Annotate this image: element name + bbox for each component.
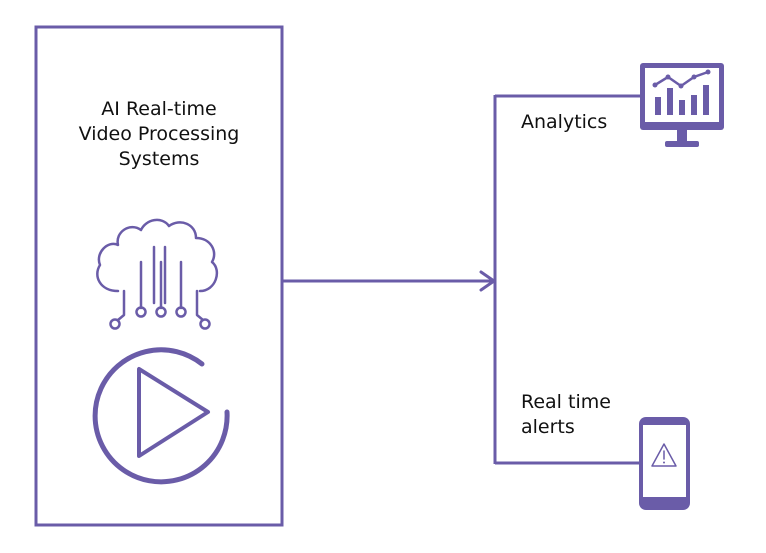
alerts-label: Real time alerts (521, 390, 611, 440)
system-title-line-1: AI Real-time (101, 98, 217, 120)
alerts-label-line-1: Real time (521, 391, 611, 413)
system-title-line-3: Systems (118, 148, 200, 170)
system-box (34, 25, 284, 527)
system-title-line-2: Video Processing (78, 123, 240, 145)
analytics-label: Analytics (521, 111, 608, 133)
cloud-circuit-icon (96, 218, 219, 330)
smartphone-warning-icon (639, 417, 690, 510)
play-icon (92, 347, 230, 485)
monitor-chart-icon (640, 63, 724, 147)
system-title: AI Real-time Video Processing Systems (36, 97, 282, 172)
alerts-label-line-2: alerts (521, 416, 575, 438)
